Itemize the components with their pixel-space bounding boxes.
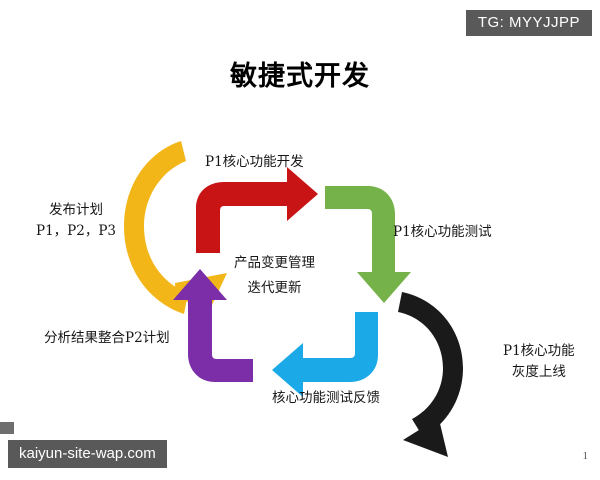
watermark-corner-tab [0, 422, 14, 434]
purple-elbow-arrow [173, 269, 253, 382]
label-release-plan-line2: P1，P2，P3 [36, 222, 117, 239]
black-curved-arrow [398, 292, 463, 457]
label-release-plan-line1: 发布计划 [49, 202, 104, 218]
label-core-testing-feedback: 核心功能测试反馈 [272, 388, 380, 409]
label-center-line1: 产品变更管理 [234, 255, 315, 271]
label-p1-core-gray-release-line1: P1核心功能 [503, 343, 575, 359]
telegram-handle-badge: TG: MYYJJPP [465, 10, 592, 36]
label-release-plan: 发布计划 P1，P2，P3 [36, 200, 116, 242]
label-p1-core-development: P1核心功能开发 [205, 152, 304, 173]
label-analysis-p2-plan: 分析结果整合P2计划 [44, 328, 170, 349]
site-watermark: kaiyun-site-wap.com [8, 440, 167, 468]
page-title: 敏捷式开发 [230, 61, 370, 92]
page-number: 1 [582, 450, 589, 462]
label-core-testing-feedback-line1: 核心功能测试反馈 [272, 390, 380, 406]
label-p1-core-testing-line1: P1核心功能测试 [393, 224, 492, 240]
red-elbow-arrow [196, 167, 318, 253]
label-p1-core-development-line1: P1核心功能开发 [205, 154, 304, 170]
label-p1-core-gray-release: P1核心功能 灰度上线 [503, 341, 575, 383]
label-center-line2: 迭代更新 [247, 279, 302, 296]
green-elbow-arrow [325, 186, 411, 303]
blue-elbow-arrow [272, 312, 378, 397]
label-center-product-change: 产品变更管理 迭代更新 [234, 251, 315, 301]
label-p1-core-testing: P1核心功能测试 [393, 222, 492, 243]
label-p1-core-gray-release-line2: 灰度上线 [511, 363, 566, 380]
label-analysis-p2-plan-line1: 分析结果整合P2计划 [44, 330, 170, 346]
